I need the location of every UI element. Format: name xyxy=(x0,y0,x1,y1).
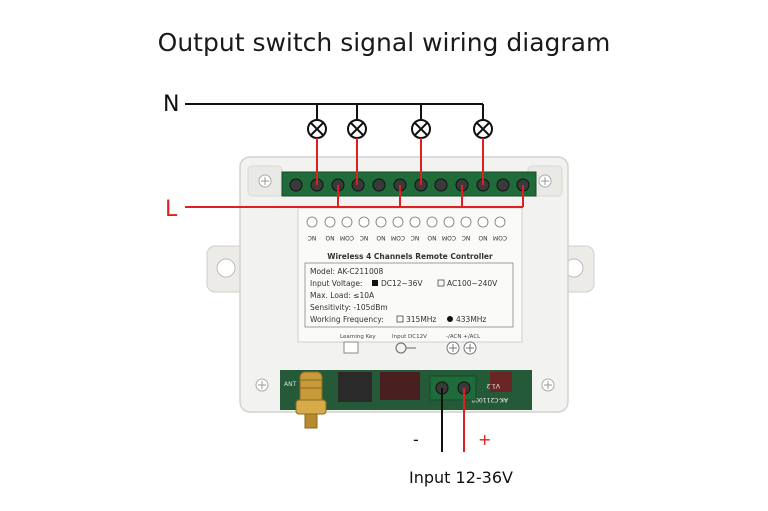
freq-315: 315MHz xyxy=(406,315,436,324)
lamp-icon xyxy=(347,119,367,139)
terminal-label: NO xyxy=(325,234,334,241)
line-wire xyxy=(185,185,524,208)
lamp-icon xyxy=(473,119,493,139)
input-minus-label: - xyxy=(413,430,419,449)
option-dc: DC12~36V xyxy=(381,279,423,288)
pins-label: -/ACN +/ACL xyxy=(446,334,481,340)
learning-key-label: Learning Key xyxy=(340,334,376,340)
terminal-label: NO xyxy=(376,234,385,241)
terminal-label: NO xyxy=(427,234,436,241)
neutral-wire xyxy=(185,103,484,120)
screw-icon xyxy=(258,174,272,188)
model-text: Model: AK-C211008 xyxy=(310,267,383,276)
learning-key-button xyxy=(343,341,359,354)
load-wires xyxy=(316,138,484,185)
antenna-connector-icon xyxy=(295,371,327,429)
screw-icon xyxy=(541,378,555,392)
input-dc-label: Input DC12V xyxy=(392,334,427,340)
output-terminal-block xyxy=(281,171,537,197)
input-voltage-label: Input 12-36V xyxy=(409,468,513,487)
dc-jack-icon xyxy=(395,342,416,354)
diagram-title: Output switch signal wiring diagram xyxy=(157,28,611,57)
lamp-icon xyxy=(411,119,431,139)
freq-433: 433MHz xyxy=(456,315,486,324)
sensitivity-text: Sensitivity: -105dBm xyxy=(310,303,388,312)
screw-icon xyxy=(538,174,552,188)
terminal-label: NO xyxy=(478,234,487,241)
label-panel: NC NO COM NC NO COM NC NO COM NC NO COM … xyxy=(297,207,523,343)
terminal-label: NC xyxy=(308,234,317,241)
option-ac: AC100~240V xyxy=(447,279,498,288)
working-frequency-text: Working Frequency: xyxy=(310,315,384,324)
terminal-label: COM xyxy=(391,234,405,241)
ant-label: ANT xyxy=(284,381,297,388)
input-plus-label: + xyxy=(478,430,492,449)
lamp-icon xyxy=(307,119,327,139)
terminal-label: COM xyxy=(442,234,456,241)
panel-heading: Wireless 4 Channels Remote Controller xyxy=(327,252,493,261)
neutral-label: N xyxy=(163,92,180,117)
terminal-label: NC xyxy=(411,234,420,241)
max-load-text: Max. Load: ≤10A xyxy=(310,291,375,300)
terminal-label: NC xyxy=(462,234,471,241)
terminal-label: COM xyxy=(493,234,507,241)
terminal-label: NC xyxy=(360,234,369,241)
pcb-version: V1.2 xyxy=(486,382,500,389)
line-label: L xyxy=(165,197,178,222)
screw-icon xyxy=(255,378,269,392)
input-voltage-text: Input Voltage: xyxy=(310,279,362,288)
terminal-label: COM xyxy=(340,234,354,241)
pcb-label: AK-C211008 xyxy=(471,396,508,403)
